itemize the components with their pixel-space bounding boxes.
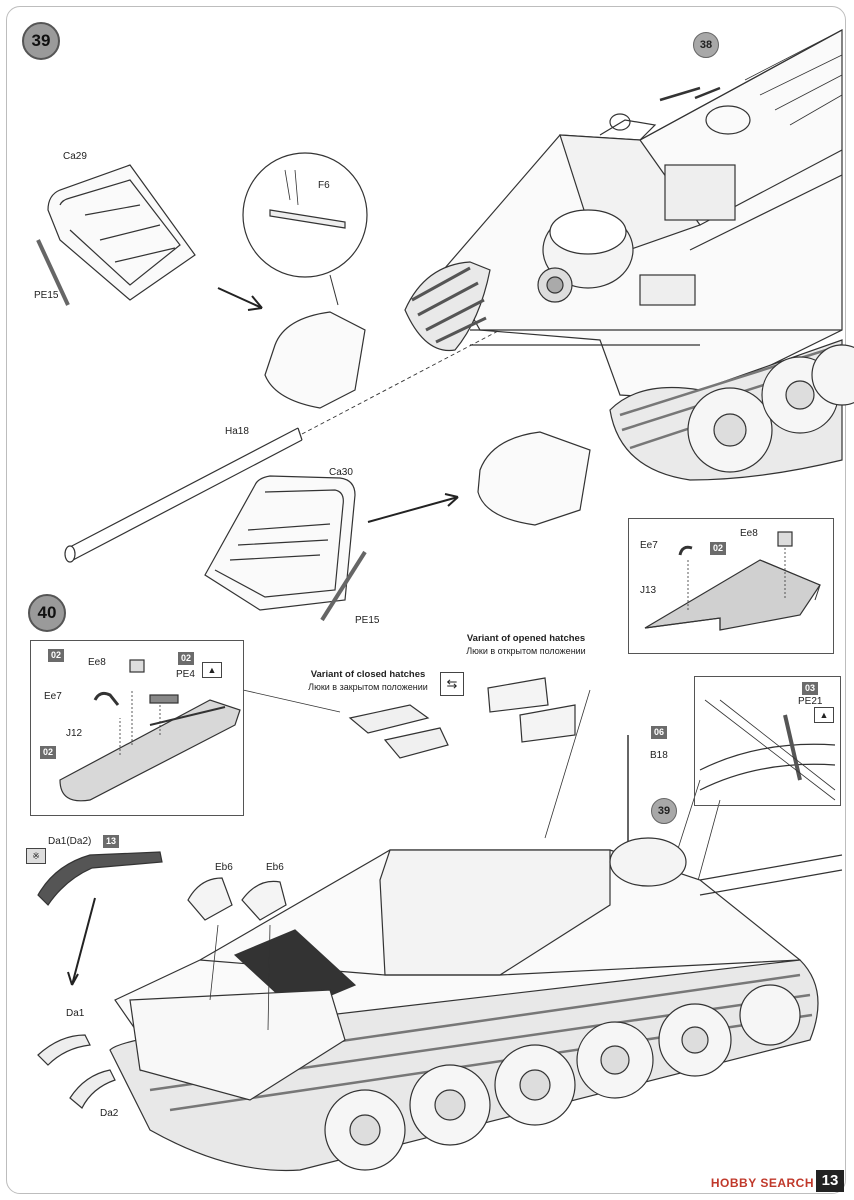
label-ee8-left: Ee8	[88, 657, 106, 668]
color-code-02-right: 02	[710, 542, 727, 555]
da2-part	[69, 1069, 116, 1109]
pe21-detail-drawing	[699, 699, 836, 801]
bend-icon: ▲	[202, 662, 222, 678]
label-ee7-right: Ee7	[640, 540, 658, 551]
color-code-02-j12: 02	[40, 746, 57, 759]
paint-brush-icon: ※	[26, 848, 46, 864]
label-pe15-bottom: PE15	[355, 615, 380, 626]
step39-arrows	[217, 287, 459, 523]
da1-part	[37, 1034, 91, 1066]
note-closed-hatches: Variant of closed hatches Люки в закрыто…	[298, 668, 438, 694]
ref-step-39: 39	[651, 798, 677, 824]
label-ee8-right: Ee8	[740, 528, 758, 539]
label-eb6-a: Eb6	[215, 862, 233, 873]
note-opened-hatches: Variant of opened hatches Люки в открыто…	[456, 632, 596, 658]
eb6-part-b	[241, 880, 287, 921]
color-code-06: 06	[651, 726, 668, 739]
opened-hatch-b	[519, 704, 576, 743]
opened-hatch-a	[487, 677, 549, 713]
j12-plate-drawing	[59, 659, 241, 802]
page-frame	[6, 6, 846, 1194]
label-da1da2: Da1(Da2)	[48, 836, 92, 847]
note-closed-en: Variant of closed hatches	[310, 669, 426, 680]
color-code-03: 03	[802, 682, 819, 695]
page-number: 13	[816, 1170, 844, 1192]
label-j12: J12	[66, 728, 83, 739]
bend-icon-pe21: ▲	[814, 707, 834, 723]
label-ee7-left: Ee7	[44, 691, 62, 702]
label-eb6-b: Eb6	[266, 862, 284, 873]
swap-variant-icon: ⇆	[440, 672, 464, 696]
da-part-top	[37, 851, 163, 906]
installed-shield-a	[264, 311, 366, 409]
j13-plate-drawing	[644, 531, 821, 631]
label-pe21: PE21	[798, 696, 823, 707]
pe21-inset	[694, 676, 841, 806]
label-ca30: Ca30	[329, 467, 353, 478]
label-da2: Da2	[100, 1108, 119, 1119]
step-39-badge: 39	[22, 22, 60, 60]
note-opened-ru: Люки в открытом положении	[466, 646, 586, 656]
main-hull-drawing	[109, 837, 843, 1172]
ca29-shield-drawing	[36, 164, 196, 306]
color-code-02-left-top: 02	[48, 649, 65, 662]
watermark: HOBBY SEARCH	[710, 1176, 814, 1190]
color-code-02-pe4: 02	[178, 652, 195, 665]
ref-step-38: 38	[693, 32, 719, 58]
upper-hull-drawing	[64, 28, 854, 563]
label-pe15-top: PE15	[34, 290, 59, 301]
ca30-shield-drawing	[204, 475, 367, 622]
color-code-13: 13	[103, 835, 120, 848]
label-ha18: Ha18	[225, 426, 249, 437]
label-ca29: Ca29	[63, 151, 87, 162]
step-40-badge: 40	[28, 594, 66, 632]
da-arrow	[71, 897, 96, 986]
j13-inset	[628, 518, 834, 654]
eb6-part-a	[187, 877, 233, 921]
j12-inset	[30, 640, 244, 816]
note-closed-ru: Люки в закрытом положении	[308, 682, 428, 692]
closed-hatch-a	[348, 704, 430, 734]
label-pe4: PE4	[176, 669, 195, 680]
closed-hatch-b	[383, 727, 449, 759]
note-opened-en: Variant of opened hatches	[466, 633, 586, 644]
label-f6: F6	[318, 180, 330, 191]
label-da1: Da1	[66, 1008, 85, 1019]
label-j13: J13	[640, 585, 657, 596]
label-b18: B18	[650, 750, 668, 761]
installed-shield-b	[477, 431, 591, 526]
